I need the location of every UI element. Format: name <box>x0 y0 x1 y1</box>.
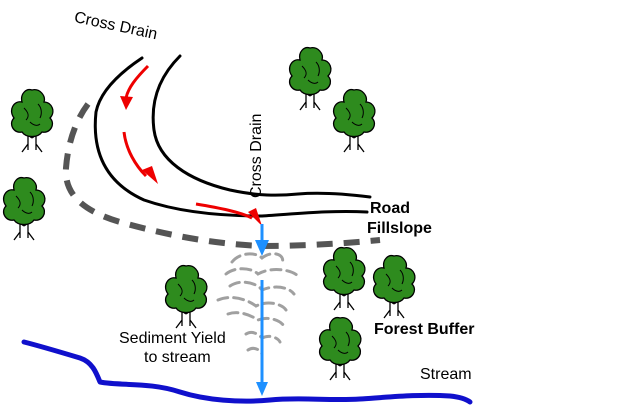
tree-icon <box>288 46 332 111</box>
runoff-arrow-icon <box>195 202 262 226</box>
road-outer-edge <box>93 56 369 218</box>
tree-icon <box>322 246 366 311</box>
sediment-plume <box>216 252 300 356</box>
tree-icon <box>332 88 376 153</box>
tree-icon <box>2 176 46 241</box>
cross-drain-vertical-label: Cross Drain <box>248 113 265 198</box>
fillslope-label: Fillslope <box>367 220 432 237</box>
fillslope-line <box>62 102 381 250</box>
road-label: Road <box>370 200 410 217</box>
tree-icon <box>372 254 416 319</box>
to-stream-label: to stream <box>144 349 211 366</box>
tree-icon <box>164 264 208 329</box>
runoff-arrow-icon <box>120 64 150 110</box>
tree-icon <box>318 316 362 381</box>
forest-buffer-label: Forest Buffer <box>374 321 475 338</box>
tree-icon <box>10 88 54 153</box>
runoff-arrow-icon <box>122 131 158 184</box>
sediment-yield-label: Sediment Yield <box>119 330 226 347</box>
stream-line <box>21 339 473 405</box>
stream-label: Stream <box>420 366 472 383</box>
flow-arrow-icon <box>256 280 268 396</box>
road-inner-edge <box>151 54 372 199</box>
flow-arrow-icon <box>255 224 269 256</box>
